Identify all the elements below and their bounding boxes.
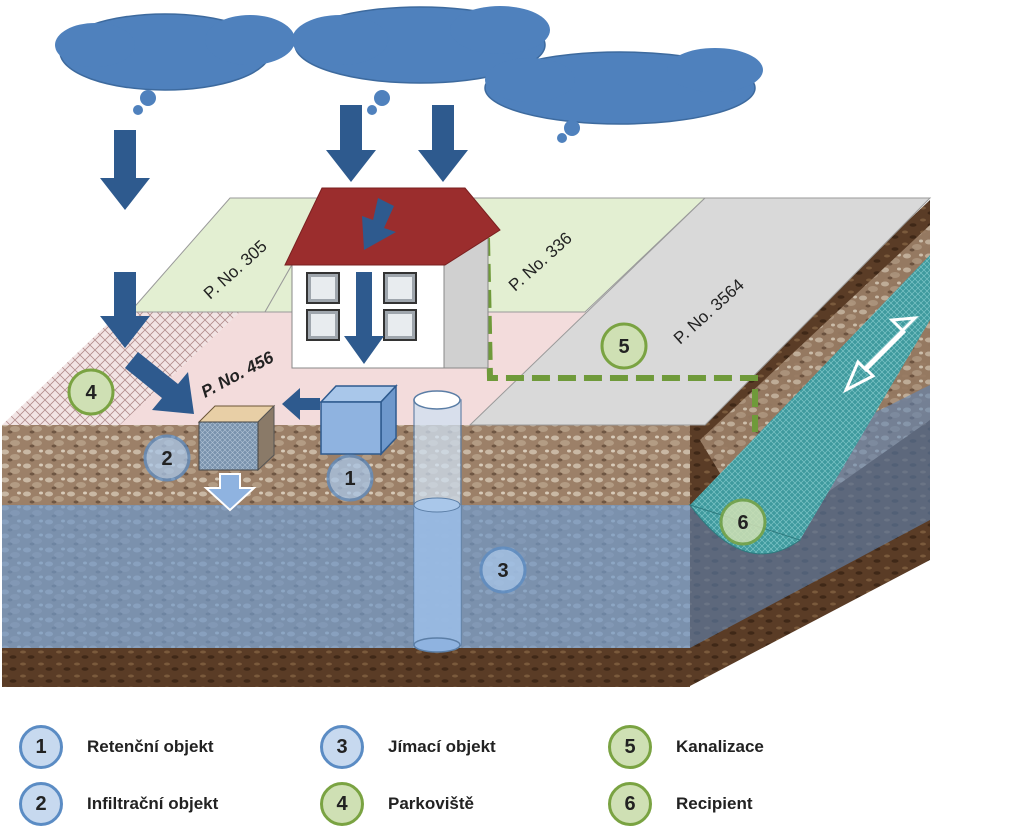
roof-arrow bbox=[362, 198, 396, 250]
marker-4: 4 bbox=[67, 368, 115, 416]
legend-badge-1: 1 bbox=[19, 725, 63, 769]
infiltration-object bbox=[197, 404, 276, 472]
rain-arrow-3 bbox=[418, 105, 468, 182]
svg-text:4: 4 bbox=[85, 382, 97, 404]
legend-badge-5: 5 bbox=[608, 725, 652, 769]
cloud-right bbox=[484, 48, 763, 143]
legend-badge-4: 4 bbox=[320, 782, 364, 826]
rain-arrow-parking bbox=[100, 272, 150, 348]
runoff-arrow-parking bbox=[125, 352, 194, 414]
rain-arrow-2 bbox=[326, 105, 376, 182]
svg-text:5: 5 bbox=[618, 336, 629, 358]
house bbox=[284, 187, 501, 369]
cloud-middle bbox=[292, 6, 550, 115]
legend-label-1: Retenční objekt bbox=[87, 737, 214, 756]
svg-text:3: 3 bbox=[497, 560, 508, 582]
well-object bbox=[413, 390, 462, 653]
svg-text:1: 1 bbox=[344, 468, 355, 490]
legend-item-recipient: 6 Recipient bbox=[608, 782, 753, 826]
stormwater-diagram: P. No. 305 P. No. 336 P. No. 456 P. No. … bbox=[2, 6, 932, 687]
legend-label-3: Jímací objekt bbox=[388, 737, 496, 756]
retention-object bbox=[319, 384, 398, 456]
legend-item-parking: 4 Parkoviště bbox=[320, 782, 474, 826]
legend-item-well: 3 Jímací objekt bbox=[320, 725, 496, 769]
retention-to-infiltration-arrow bbox=[282, 388, 320, 420]
legend-badge-3: 3 bbox=[320, 725, 364, 769]
ground-bottom-layer bbox=[2, 648, 690, 687]
rain-arrows bbox=[100, 105, 468, 414]
legend-badge-6: 6 bbox=[608, 782, 652, 826]
legend: 1 Retenční objekt 2 Infiltrační objekt 3… bbox=[0, 700, 1024, 830]
svg-text:6: 6 bbox=[737, 512, 748, 534]
roof-downpipe-arrows bbox=[282, 198, 396, 420]
sewer-line bbox=[484, 237, 758, 432]
stream-channel bbox=[690, 255, 930, 540]
rain-arrow-1 bbox=[100, 130, 150, 210]
parcel-3564-surface bbox=[468, 197, 932, 426]
cloud-left bbox=[55, 13, 295, 115]
parking-area bbox=[2, 312, 240, 425]
flow-direction-arrow bbox=[842, 316, 919, 394]
marker-6: 6 bbox=[719, 498, 767, 546]
svg-text:2: 2 bbox=[161, 448, 172, 470]
legend-badge-2: 2 bbox=[19, 782, 63, 826]
legend-label-5: Kanalizace bbox=[676, 737, 764, 756]
downpipe-arrow bbox=[344, 272, 384, 364]
marker-1: 1 bbox=[326, 454, 374, 502]
legend-label-6: Recipient bbox=[676, 794, 753, 813]
groundwater-zone bbox=[2, 505, 690, 648]
marker-3: 3 bbox=[479, 546, 527, 594]
legend-item-sewer: 5 Kanalizace bbox=[608, 725, 764, 769]
marker-5: 5 bbox=[600, 322, 648, 370]
marker-2: 2 bbox=[143, 434, 191, 482]
legend-item-infiltration: 2 Infiltrační objekt bbox=[19, 782, 218, 826]
legend-label-4: Parkoviště bbox=[388, 794, 474, 813]
infiltration-arrow bbox=[203, 473, 257, 512]
legend-item-retention: 1 Retenční objekt bbox=[19, 725, 214, 769]
legend-label-2: Infiltrační objekt bbox=[87, 794, 219, 813]
